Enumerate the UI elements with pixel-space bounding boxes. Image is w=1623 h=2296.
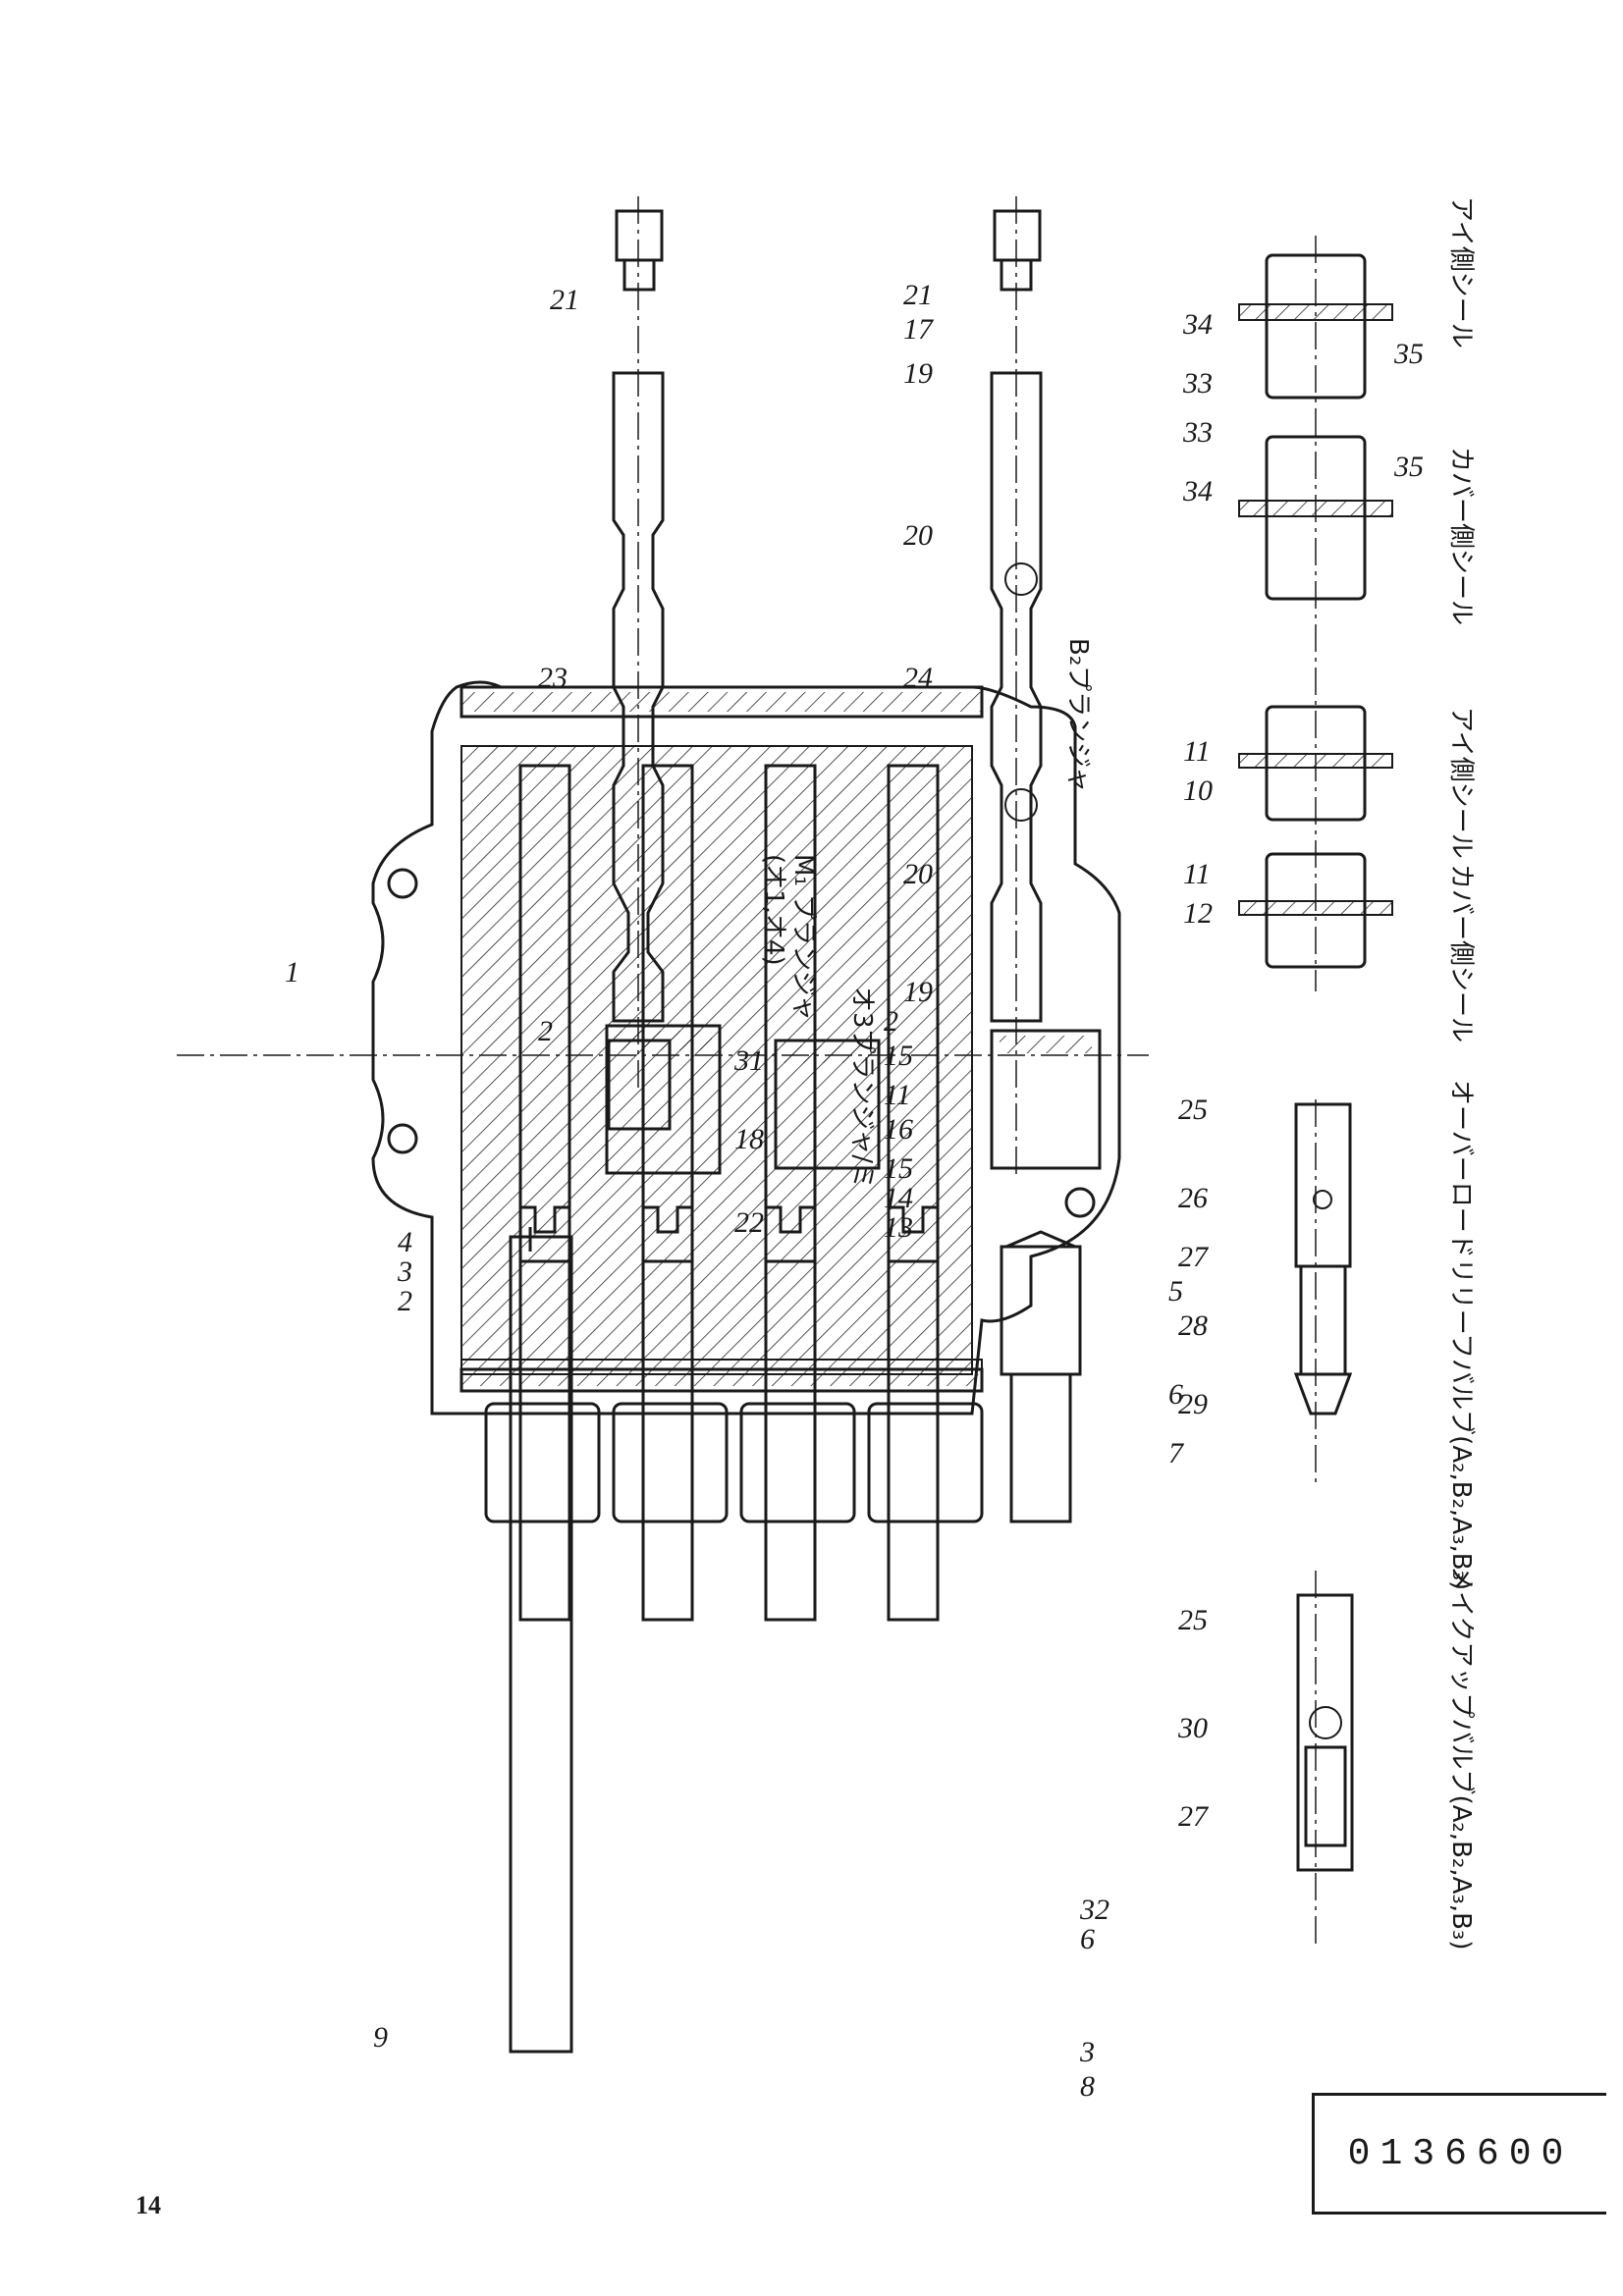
callout-ov-25: 25 <box>1178 1094 1208 1126</box>
callout-b2-21: 21 <box>903 279 933 311</box>
caption-seal-eye-a: アイ側シール <box>1446 707 1476 859</box>
callout-22: 22 <box>734 1206 764 1239</box>
spool-clevis-ends <box>518 1205 940 1263</box>
callout-1: 1 <box>285 956 299 988</box>
callout-b2-19: 19 <box>903 357 933 390</box>
caption-m1-plunger-sub: (オ1,オ4) <box>759 854 788 966</box>
callout-35b: 35 <box>1393 451 1424 483</box>
makeup-valve <box>1296 1571 1354 1944</box>
callout-m1-23: 23 <box>538 662 568 694</box>
callout-15: 15 <box>884 1040 913 1072</box>
callout-b2-19b: 19 <box>903 976 933 1008</box>
callout-10: 10 <box>1183 774 1213 807</box>
callout-mu-25: 25 <box>1178 1604 1208 1636</box>
o3-cap <box>774 1039 881 1170</box>
callout-32: 32 <box>1079 1894 1109 1926</box>
b2-plunger <box>990 196 1102 1178</box>
caption-o3-plunger: オ3プランジャ/ミ <box>847 987 877 1189</box>
caption-m1-plunger: M₁ プランジャ <box>788 854 818 1021</box>
callout-18: 18 <box>734 1123 764 1155</box>
drawing-number: 0136600 <box>1347 2132 1574 2175</box>
callout-33a: 33 <box>1182 367 1213 400</box>
callout-4: 4 <box>398 1226 412 1258</box>
callout-34a: 34 <box>1182 308 1213 341</box>
callout-34b: 34 <box>1182 475 1213 507</box>
callout-mu-27: 27 <box>1178 1800 1210 1833</box>
caption-seal-eye-b: アイ側シール <box>1446 196 1476 348</box>
callout-3b: 3 <box>1079 2036 1095 2068</box>
callout-ov-29: 29 <box>1178 1388 1208 1420</box>
callout-6: 6 <box>1168 1378 1183 1411</box>
seal-details <box>1238 236 1393 991</box>
callout-b2-17: 17 <box>903 313 935 346</box>
callout-m1-2: 2 <box>538 1015 553 1047</box>
callout-ov-26: 26 <box>1178 1182 1208 1214</box>
callout-15b: 15 <box>884 1152 913 1185</box>
callout-2: 2 <box>398 1285 412 1317</box>
caption-overload-relief: オーバーロードリリーフバルブ(A₂,B₂,A₃,B₃) <box>1446 1080 1476 1590</box>
caption-seal-cover-b: カバー側シール <box>1446 447 1476 625</box>
drawing-number-box: 0136600 <box>1312 2093 1606 2215</box>
page-number: 14 <box>135 2191 161 2219</box>
callout-11: 11 <box>884 1079 911 1111</box>
callout-7: 7 <box>1168 1437 1185 1469</box>
m1-cap <box>605 1024 722 1175</box>
callout-ov-27: 27 <box>1178 1241 1210 1273</box>
callout-31: 31 <box>733 1044 764 1077</box>
callout-b2-20a: 20 <box>903 519 933 552</box>
caption-makeup-valve: メイクアップバルブ(A₂,B₂,A₃,B₃) <box>1446 1566 1476 1950</box>
callout-13: 13 <box>884 1211 913 1244</box>
callout-ov-28: 28 <box>1178 1309 1208 1342</box>
m1-plunger <box>607 196 672 1131</box>
overload-relief-valve <box>1293 1099 1353 1482</box>
main-valve-body <box>177 680 1149 2054</box>
callout-3: 3 <box>397 1255 412 1288</box>
caption-seal-cover-a: カバー側シール <box>1446 864 1476 1042</box>
callout-33b: 33 <box>1182 416 1213 449</box>
spools <box>509 764 940 2054</box>
callout-9: 9 <box>373 2021 388 2054</box>
relief-cartridge <box>1000 1230 1082 1523</box>
caption-b2-plunger: B₂プランジャ <box>1063 638 1093 792</box>
callout-8: 8 <box>1080 2070 1095 2103</box>
callout-b2-20b: 20 <box>903 858 933 890</box>
callout-11a: 11 <box>1183 735 1211 768</box>
callout-6b: 6 <box>1080 1923 1095 1955</box>
callout-11b: 11 <box>1183 858 1211 890</box>
callout-b2-2: 2 <box>884 1005 898 1038</box>
callout-16: 16 <box>884 1113 913 1146</box>
callout-5: 5 <box>1168 1275 1183 1308</box>
callout-m1-21: 21 <box>550 284 579 316</box>
callout-b2-24: 24 <box>903 662 933 694</box>
callout-14: 14 <box>884 1182 913 1214</box>
callout-mu-30: 30 <box>1177 1712 1208 1744</box>
callout-12: 12 <box>1183 897 1213 930</box>
callout-35a: 35 <box>1393 338 1424 370</box>
